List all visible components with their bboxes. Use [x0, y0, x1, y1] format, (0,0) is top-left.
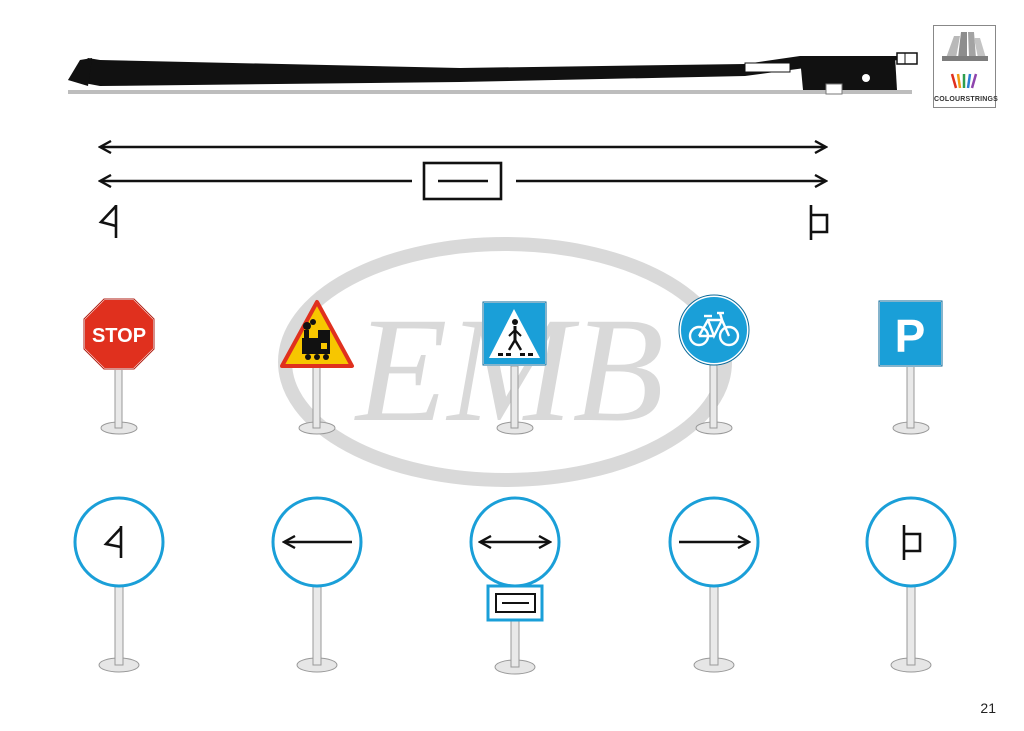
- stop-sign: STOP: [83, 298, 155, 435]
- whole-bow-plate: [486, 584, 544, 622]
- frog-symbol-icon: [103, 526, 123, 558]
- parking-icon: [878, 300, 943, 367]
- road-signs-row-1: STOP: [83, 294, 943, 435]
- page-number: 21: [980, 700, 996, 716]
- level-crossing-sign: [280, 300, 354, 435]
- parking-sign: P: [878, 300, 943, 435]
- parking-text: P: [895, 310, 926, 362]
- left-arrow-sign: [271, 496, 363, 673]
- violin-bow-icon: [68, 52, 918, 95]
- frog-symbol-icon: [98, 205, 118, 238]
- right-arrow-sign: [668, 496, 760, 673]
- double-arrow-sign: [469, 496, 561, 675]
- stop-text: STOP: [92, 325, 146, 347]
- bicycle-sign: [678, 294, 750, 435]
- bicycle-icon: [688, 311, 740, 347]
- whole-bow-box-icon: [422, 161, 503, 201]
- pedestrian-icon: [507, 319, 523, 351]
- frog-sign: [73, 496, 165, 673]
- tip-sign: [865, 496, 957, 673]
- bow-length-arrows: [98, 147, 829, 240]
- pedestrian-crossing-sign: [482, 301, 547, 435]
- logo-text: COLOURSTRINGS: [934, 96, 999, 103]
- logo-mark-icon: [942, 32, 988, 89]
- tip-symbol-icon: [809, 205, 829, 240]
- road-signs-row-2: [73, 496, 957, 675]
- colourstrings-logo: COLOURSTRINGS: [933, 25, 999, 108]
- tip-symbol-icon: [902, 525, 922, 560]
- train-icon: [302, 319, 330, 360]
